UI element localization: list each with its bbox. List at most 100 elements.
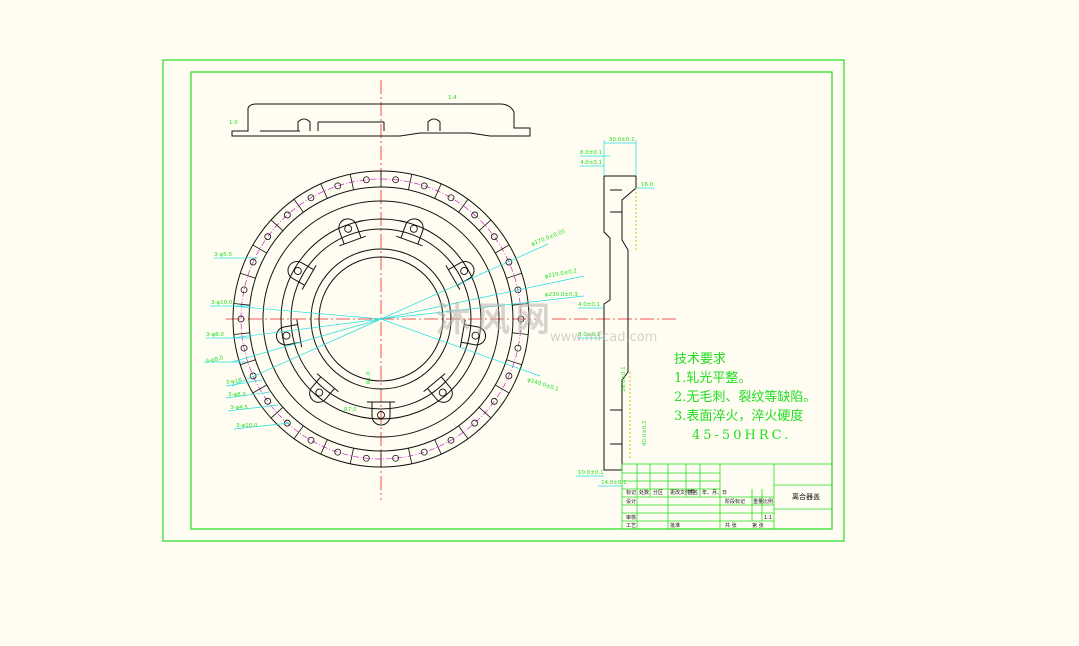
top-section-view	[231, 103, 531, 137]
tech-req-title: 技术要求	[674, 352, 727, 367]
bolt-hole	[249, 372, 257, 380]
dim-inner-1: R1.0	[366, 371, 372, 384]
radial-slot	[252, 244, 267, 254]
bolt-hole	[237, 315, 245, 323]
bolt-hole	[264, 233, 272, 241]
radial-slot	[320, 183, 328, 199]
bolt-hole	[471, 419, 479, 427]
dim-side-10: 14.0±0.1	[601, 480, 627, 486]
tb-label-signature: 签名	[688, 489, 698, 496]
bolt-hole	[392, 176, 400, 184]
radial-slot	[478, 219, 492, 231]
dim-dia-3: φ230.0±0.3	[545, 292, 578, 298]
dim-side-4: 16.0	[641, 182, 654, 188]
dim-dia-2: φ210.0±0.2	[544, 268, 577, 280]
release-lug	[367, 401, 395, 426]
release-lug	[276, 319, 303, 348]
dim-hole-4: 3-φ8.0	[205, 355, 224, 365]
side-section-view	[603, 175, 637, 471]
dim-side-5: 4.0±0.1	[578, 302, 600, 308]
tb-sheet-no: 第 张	[752, 522, 764, 529]
title-block-grid	[621, 463, 833, 530]
radial-slot	[458, 425, 469, 439]
radial-slot	[240, 272, 256, 279]
release-lugs	[276, 218, 486, 426]
bolt-hole	[505, 372, 513, 380]
watermark-logo: 沐风网	[436, 300, 556, 340]
bolt-hole	[334, 182, 342, 190]
bolt-hole	[307, 194, 315, 202]
release-lug	[396, 218, 424, 247]
bolt-hole	[240, 286, 248, 294]
bolt-hole	[362, 176, 370, 184]
radial-slot	[506, 272, 522, 279]
bolt-hole	[471, 211, 479, 219]
radial-slot	[252, 384, 267, 394]
release-lug	[459, 319, 486, 348]
bolt-hole	[420, 448, 428, 456]
dim-side-6: 8.0±0.1	[578, 332, 600, 338]
bolt-hole	[249, 258, 257, 266]
release-lug	[338, 218, 366, 247]
dim-hole-3: 3-φ8.0	[206, 332, 224, 338]
tb-label-date: 年、月、日	[702, 489, 727, 496]
radial-slot	[495, 244, 510, 254]
tb-label-approve: 批准	[670, 522, 680, 529]
tb-label-design: 设计	[626, 498, 636, 505]
radial-slot	[408, 174, 413, 190]
radial-slot	[512, 303, 529, 306]
dim-hole-7: 3-φ4.5	[230, 405, 248, 411]
bolt-hole	[334, 448, 342, 456]
radial-slot	[434, 439, 442, 455]
tech-req-item-4: 45-50HRC.	[692, 428, 792, 443]
bolt-hole	[514, 286, 522, 294]
dim-top-left: 1.0	[229, 120, 238, 126]
bolt-hole	[240, 344, 248, 352]
dim-side-3: 4.0±0.1	[580, 160, 602, 166]
tb-label-check: 审核	[626, 514, 636, 521]
tb-sheets: 共 张	[725, 522, 737, 529]
bolt-hole	[362, 454, 370, 462]
dim-inner-2: R7.0	[344, 407, 357, 413]
dim-side-2: 8.0±0.1	[580, 150, 602, 156]
radial-slot	[408, 448, 413, 464]
tech-req-item-3: 3.表面淬火，淬火硬度	[674, 409, 804, 424]
dimension-labels: 1.0 1.4 3-φ5.0 3-φ10.0 3-φ8.0 3-φ8.0 3-φ…	[205, 95, 654, 486]
radial-slot	[270, 219, 284, 231]
bolt-hole	[517, 315, 525, 323]
release-lug	[309, 373, 339, 403]
bolt-hole	[490, 233, 498, 241]
dim-hole-1: 3-φ5.0	[214, 252, 232, 258]
tb-label-stage: 阶段标记	[725, 498, 745, 505]
tb-scale-value: 1:1	[764, 515, 772, 521]
bolt-hole	[283, 211, 291, 219]
radial-slot	[495, 384, 510, 394]
radial-slot	[349, 174, 354, 190]
radial-slot	[233, 303, 250, 306]
bolt-hole	[307, 436, 315, 444]
bolt-hole	[447, 436, 455, 444]
dim-hole-5: 3-φ16	[225, 378, 242, 386]
bolt-hole	[264, 397, 272, 405]
pitch-circle	[240, 178, 522, 460]
tb-label-count: 处数	[639, 489, 649, 496]
radial-slot	[233, 332, 250, 335]
radial-slot	[349, 448, 354, 464]
dim-hole-2: 3-φ10.0	[211, 300, 233, 306]
radial-slot	[240, 359, 256, 366]
release-lug	[445, 261, 475, 290]
bolt-hole	[505, 258, 513, 266]
bolt-hole	[447, 194, 455, 202]
radial-slot	[270, 407, 284, 419]
technical-requirements: 技术要求 1.轧光平整。 2.无毛刺、裂纹等缺陷。 3.表面淬火，淬火硬度 45…	[674, 350, 816, 445]
radial-slot	[512, 332, 529, 335]
tb-label-craft: 工艺	[626, 523, 636, 529]
tech-req-item-2: 2.无毛刺、裂纹等缺陷。	[674, 390, 817, 405]
bolt-hole	[514, 344, 522, 352]
outer-holes	[233, 171, 529, 467]
watermark-url: www.mfcad.com	[550, 330, 658, 345]
release-lug	[423, 373, 453, 403]
radial-slot	[458, 199, 469, 213]
radial-slot	[320, 439, 328, 455]
